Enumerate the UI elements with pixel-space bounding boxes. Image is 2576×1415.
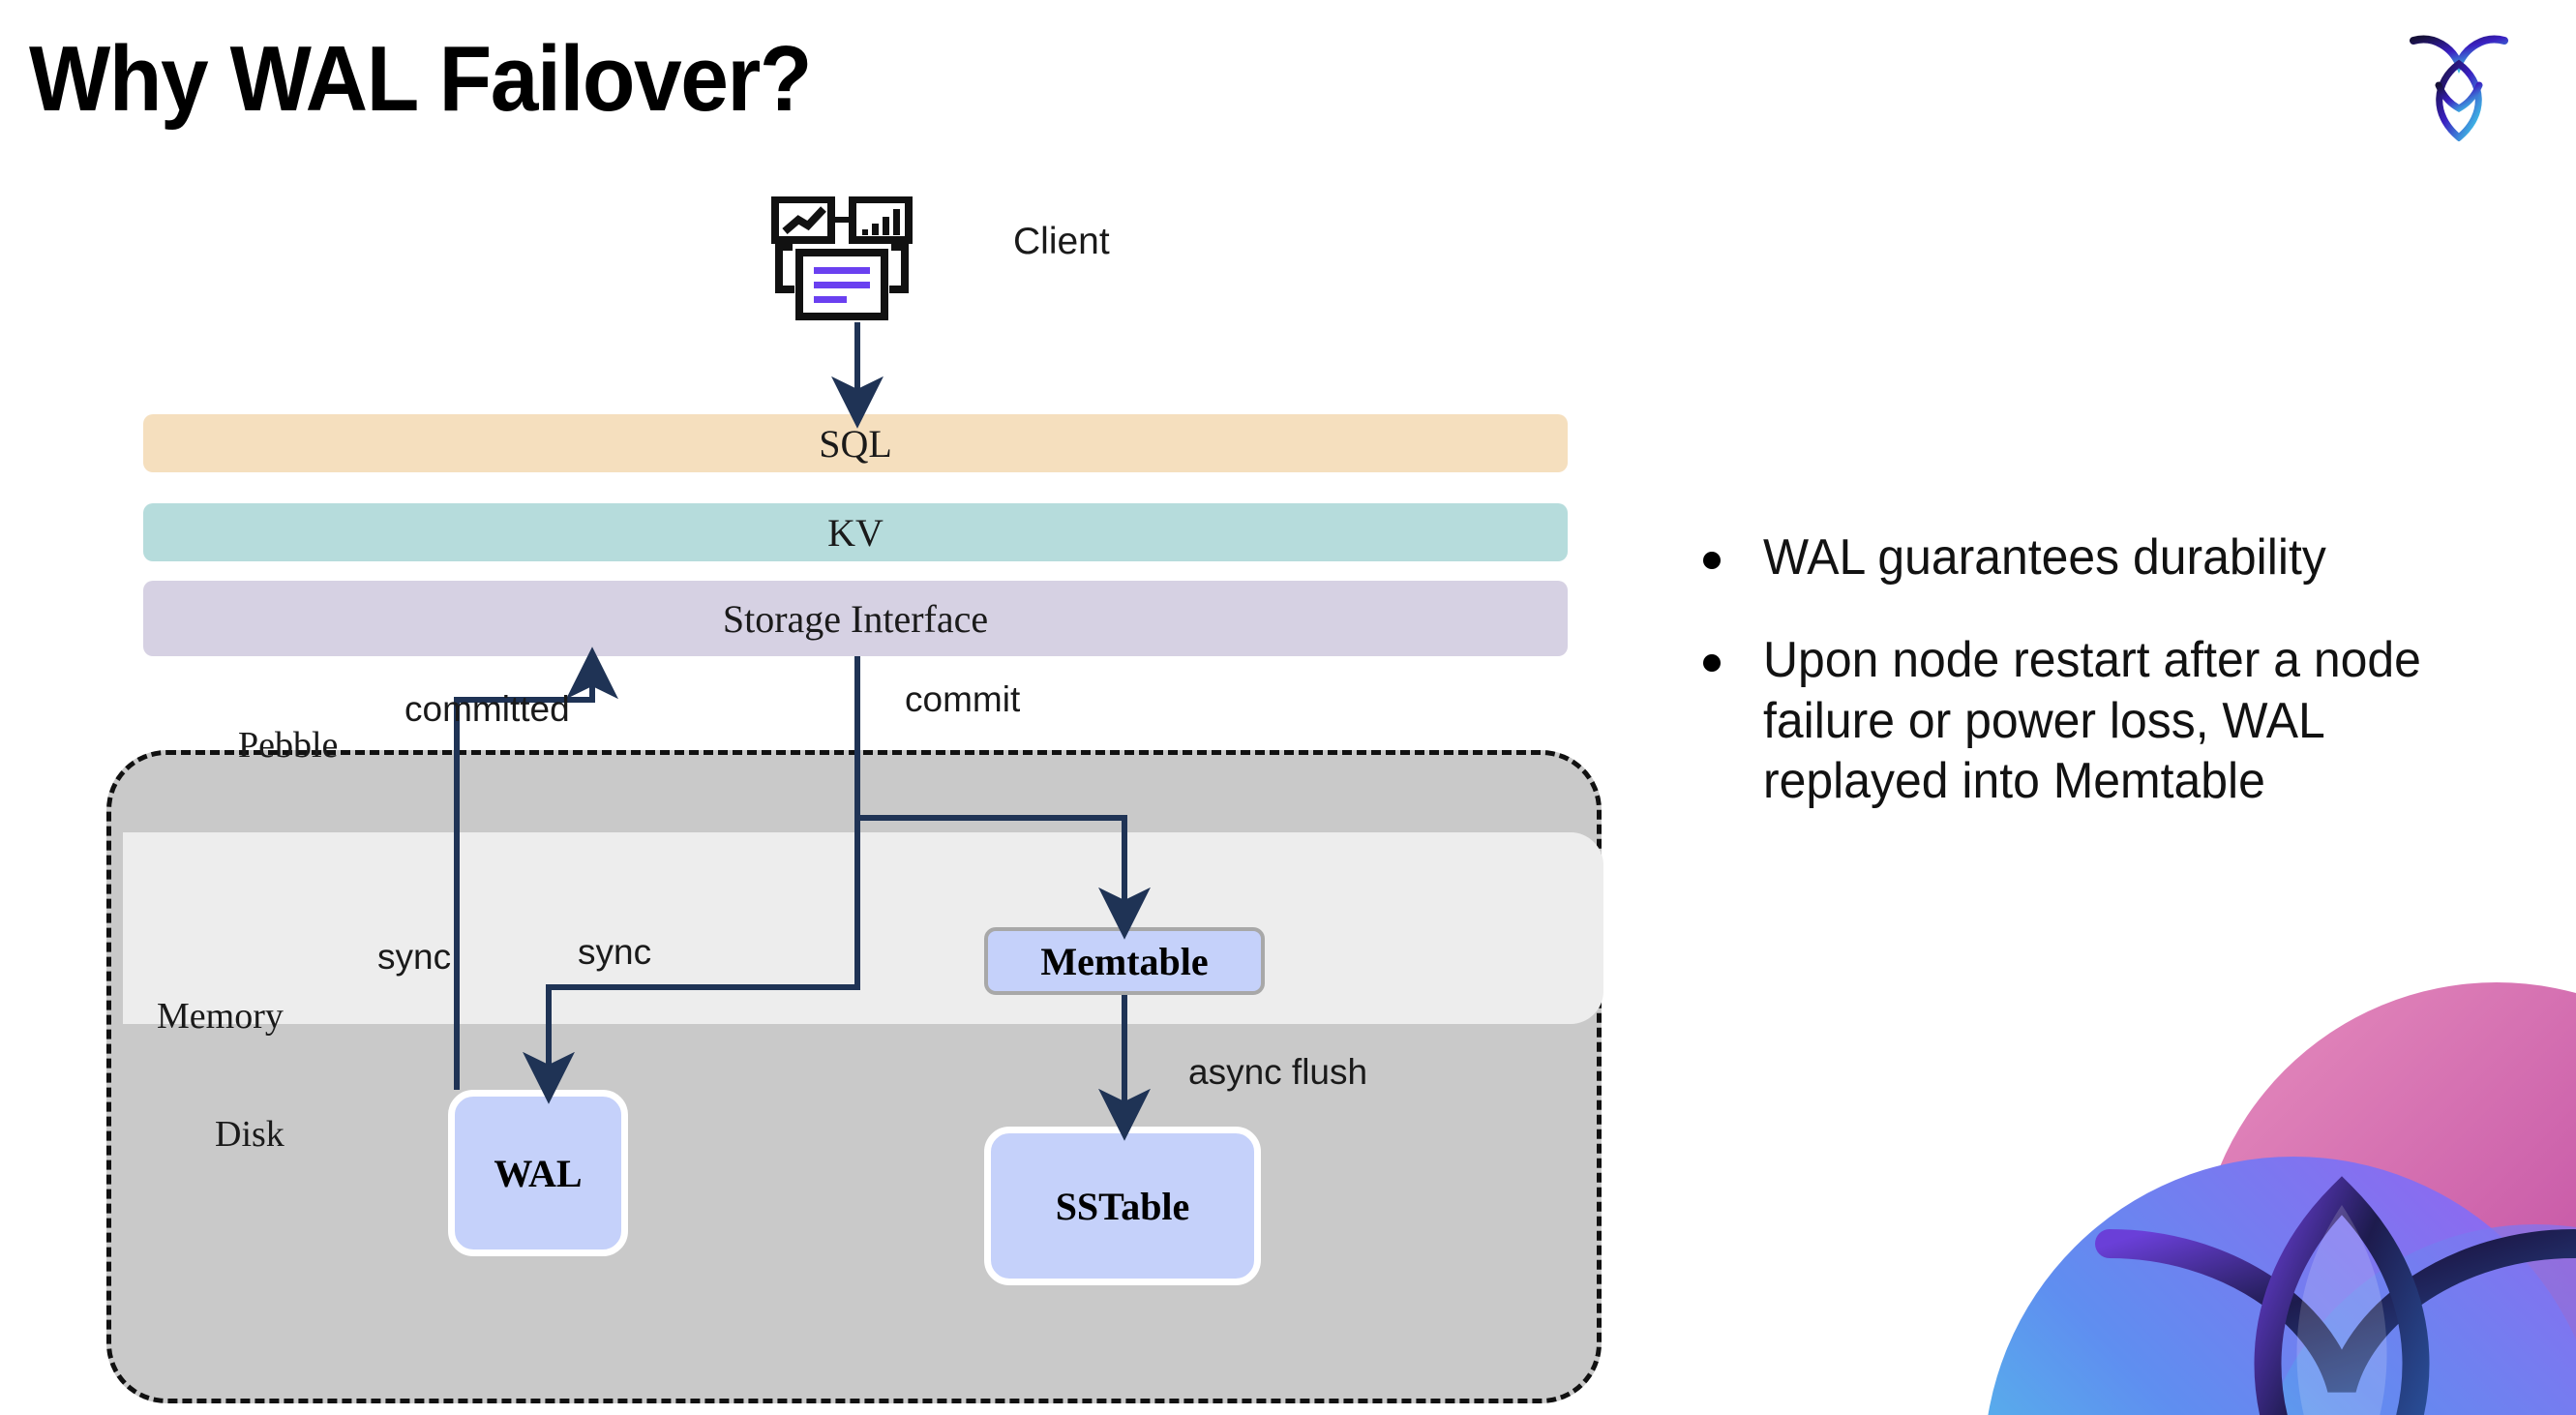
disk-label: Disk [215, 1114, 285, 1155]
layer-bar-storage-interface[interactable]: Storage Interface [143, 581, 1568, 656]
pebble-label: Pebble [238, 725, 339, 766]
node-memtable[interactable]: Memtable [984, 927, 1265, 995]
node-sstable[interactable]: SSTable [984, 1127, 1261, 1285]
decorative-gradient-art [1955, 924, 2576, 1415]
edge-label-commit: commit [905, 679, 1021, 719]
layer-bar-kv[interactable]: KV [143, 503, 1568, 561]
client-dashboard-icon [771, 196, 926, 322]
node-wal[interactable]: WAL [448, 1090, 628, 1256]
cockroach-labs-logo [2406, 25, 2512, 142]
bullet-dot-icon [1703, 654, 1721, 673]
client-label: Client [1013, 221, 1110, 262]
list-item: WAL guarantees durability [1703, 527, 2497, 587]
pebble-container [106, 750, 1603, 1403]
list-item: Upon node restart after a node failure o… [1703, 630, 2497, 811]
edge-label-sync-up: sync [377, 937, 452, 977]
memory-region [123, 832, 1603, 1024]
bullet-text: Upon node restart after a node failure o… [1763, 632, 2421, 810]
page-title: Why WAL Failover? [29, 27, 812, 131]
bullet-list: WAL guarantees durability Upon node rest… [1703, 527, 2497, 855]
edge-label-sync-down: sync [578, 932, 652, 972]
bullet-dot-icon [1703, 552, 1721, 569]
memory-label: Memory [157, 996, 284, 1037]
bullet-text: WAL guarantees durability [1763, 529, 2326, 586]
edge-label-committed: committed [404, 689, 570, 729]
layer-bar-sql[interactable]: SQL [143, 414, 1568, 472]
edge-label-async-flush: async flush [1188, 1052, 1368, 1092]
architecture-diagram: Client SQL KV Storage Interface Pebble M… [106, 196, 1603, 1403]
